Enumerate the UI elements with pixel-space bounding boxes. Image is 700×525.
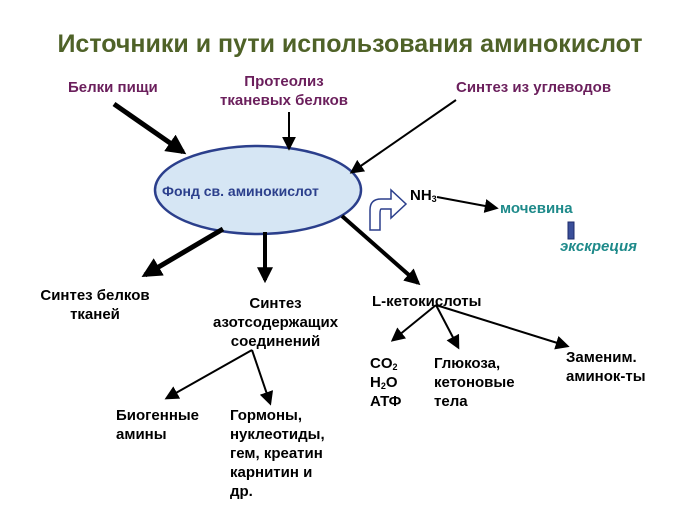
arrow-pool-to-keto-acids (340, 214, 421, 286)
product-h2o: H2O (370, 374, 398, 391)
excretion-bar (567, 221, 575, 240)
product-co2: CO2 (370, 355, 398, 372)
ammonia-label: NH3 (410, 187, 437, 204)
arrow-nh3-to-urea (436, 196, 499, 213)
excretion-label: экскреция (560, 238, 638, 255)
output-tissue-protein: Синтез белков тканей (40, 287, 150, 323)
output-keto-acids: L-кетокислоты (372, 293, 482, 310)
product-biogenic-amines: Биогенные амины (116, 407, 200, 443)
arrow-keto-to-nonessential (435, 304, 570, 350)
arrow-nitrogen-to-biogenic (164, 349, 253, 400)
source-carb-synthesis: Синтез из углеводов (456, 79, 612, 96)
diagram-title: Источники и пути использования аминокисл… (57, 30, 643, 58)
arrow-keto-to-co2 (390, 304, 437, 342)
arrow-nitrogen-to-hormones (251, 349, 274, 406)
arrow-food-to-pool (112, 101, 187, 155)
product-hormones-nucleotides: Гормоны, нуклеотиды, гем, креатин карнит… (230, 407, 325, 500)
product-glucose-ketones: Глюкоза, кетоновые тела (434, 355, 515, 410)
amino-acid-pool-label: Фонд св. аминокислот (162, 183, 319, 199)
source-proteolysis: Протеолиз тканевых белков (220, 73, 348, 109)
arrow-pool-to-tissue-protein (141, 226, 225, 278)
deamination-hollow-arrow (369, 188, 408, 231)
amino-acid-pool-ellipse (153, 144, 363, 236)
arrow-keto-to-glucose (435, 304, 460, 350)
product-atp: АТФ (370, 393, 402, 410)
output-nitrogen-synthesis: Синтез азотсодержащих соединений (212, 295, 339, 350)
source-food-proteins: Белки пищи (68, 79, 158, 96)
product-nonessential-amino-acids: Заменим. аминок-ты (566, 349, 646, 385)
arrow-carbs-to-pool (349, 99, 457, 174)
urea-label: мочевина (500, 200, 573, 217)
